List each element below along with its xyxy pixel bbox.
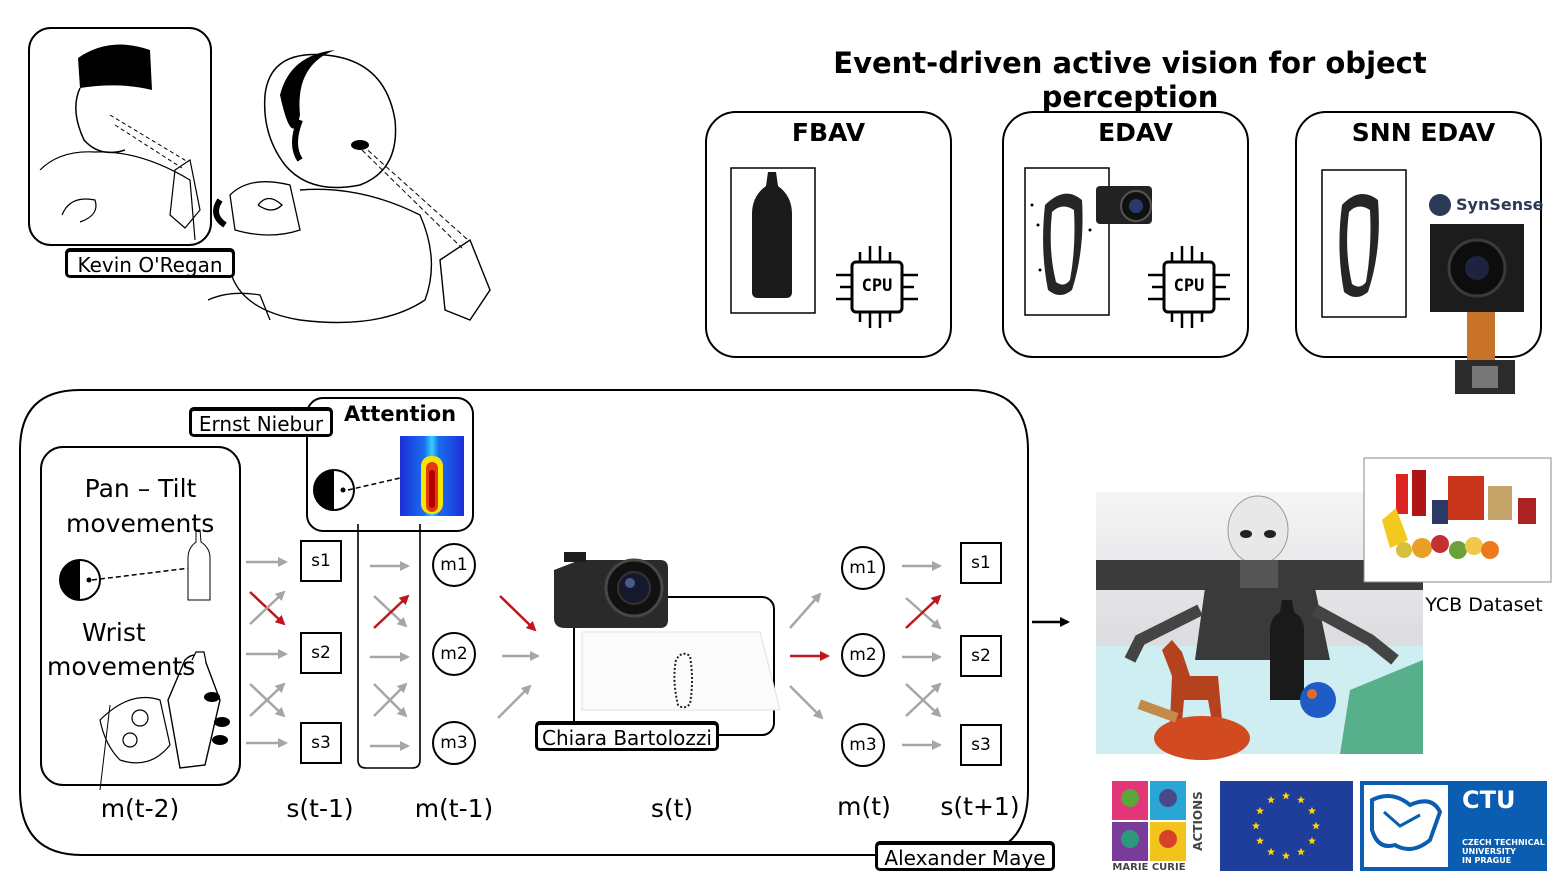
arrows-mt2-st1 (246, 557, 288, 748)
snn-edav-panel (1295, 111, 1542, 394)
synsense-logo-icon (1429, 194, 1451, 216)
robot-hand-sketch (99, 651, 230, 791)
eu-star-icon (1267, 847, 1275, 856)
ycb-dataset-photo (1363, 457, 1552, 583)
cpu-label: CPU (1173, 276, 1205, 296)
bottle-outline (187, 529, 211, 601)
marie-curie-text: MARIE CURIE (1112, 862, 1186, 873)
eu-star-icon (1297, 847, 1305, 856)
state-node-right: s1 (960, 542, 1002, 584)
time-label-mt: m(t) (837, 792, 891, 821)
eu-star-icon (1282, 851, 1290, 860)
attention-title: Attention (344, 402, 457, 426)
baby-sketch (28, 27, 491, 324)
credit-maye: Alexander Maye (876, 843, 1054, 870)
arrows-mt-stp1 (902, 561, 942, 750)
motor-node-right: m1 (841, 546, 885, 590)
time-label-mt2: m(t-2) (100, 794, 180, 823)
eu-star-icon (1312, 821, 1320, 830)
marie-curie-logo (1112, 781, 1186, 861)
state-node-left: s1 (300, 540, 342, 582)
ctu-logo (1360, 781, 1547, 871)
time-label-mt1: m(t-1) (414, 794, 494, 823)
cpu-icon (1148, 246, 1230, 328)
ctu-text: CTU (1462, 786, 1516, 814)
arrows-st-mt (789, 592, 830, 720)
motor-node-right: m3 (841, 723, 885, 767)
snn-edav-title: SNN EDAV (1351, 118, 1496, 147)
wrist-label-1: Wrist (82, 618, 146, 647)
event-camera-small (1096, 186, 1152, 224)
motor-node-right: m2 (841, 633, 885, 677)
motor-node-left: m3 (432, 721, 476, 765)
event-camera (554, 552, 668, 628)
eu-star-icon (1308, 836, 1316, 845)
motor-node-left: m2 (432, 632, 476, 676)
page-title: Event-driven active vision for object pe… (833, 46, 1427, 114)
edav-panel (1002, 111, 1249, 358)
robot-head-icon (59, 559, 101, 601)
saliency-heatmap (400, 436, 464, 516)
credit-niebur: Ernst Niebur (190, 409, 332, 436)
ctu-name-1: CZECH TECHNICAL (1462, 838, 1545, 847)
fbav-title: FBAV (791, 118, 866, 147)
neuromorphic-camera-module (1430, 224, 1524, 394)
eu-star-icon (1282, 791, 1290, 800)
eu-flag-logo (1220, 781, 1353, 871)
actions-text: ACTIONS (1191, 791, 1205, 851)
cpu-label: CPU (861, 276, 893, 296)
wrist-label-2: movements (47, 652, 196, 681)
pantilt-label-1: Pan – Tilt (84, 474, 197, 503)
cpu-icon (836, 246, 918, 328)
robot-head-icon (313, 469, 355, 511)
event-frame (573, 596, 781, 736)
ycb-label: YCB Dataset (1425, 594, 1543, 616)
arrows-mt1-st (497, 595, 540, 719)
ctu-name-3: IN PRAGUE (1462, 856, 1512, 865)
credit-oregan: Kevin O'Regan (66, 250, 234, 277)
state-column-bracket (357, 524, 421, 769)
eu-star-icon (1297, 795, 1305, 804)
time-label-st1: s(t-1) (286, 794, 354, 823)
synsense-label: SynSense (1456, 195, 1544, 214)
time-label-stp1: s(t+1) (940, 792, 1020, 821)
fbav-panel (705, 111, 952, 358)
time-label-st: s(t) (650, 794, 694, 823)
eu-star-icon (1256, 836, 1264, 845)
state-node-left: s2 (300, 632, 342, 674)
credit-bartolozzi: Chiara Bartolozzi (536, 723, 718, 750)
state-node-left: s3 (300, 722, 342, 764)
state-node-right: s3 (960, 724, 1002, 766)
ctu-name-2: UNIVERSITY (1462, 847, 1516, 856)
eu-star-icon (1252, 821, 1260, 830)
eu-star-icon (1256, 806, 1264, 815)
state-node-right: s2 (960, 635, 1002, 677)
pantilt-label-2: movements (66, 509, 215, 538)
eu-star-icon (1267, 795, 1275, 804)
motor-node-left: m1 (432, 543, 476, 587)
eu-star-icon (1308, 806, 1316, 815)
edav-title: EDAV (1098, 118, 1173, 147)
arrows-st1-mt1 (370, 561, 410, 751)
